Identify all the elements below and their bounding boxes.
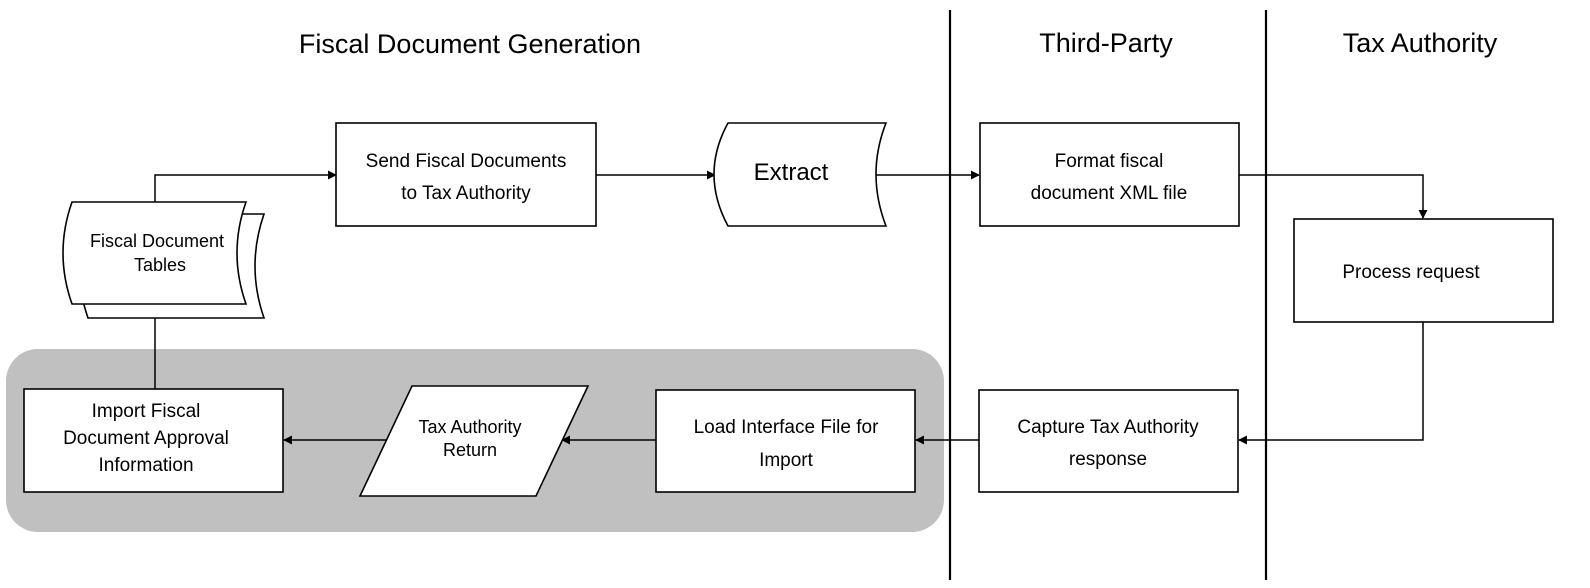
node-format-xml-line-1: Format fiscal: [1055, 151, 1164, 172]
node-import-approval-line-1: Import Fiscal: [92, 401, 201, 422]
node-capture-response-line-2: response: [1069, 449, 1147, 470]
node-process-request: Process request: [1293, 218, 1554, 323]
node-fiscal-document-tables-line-1: Fiscal Document: [90, 231, 224, 251]
node-load-interface-line-2: Import: [759, 450, 814, 471]
node-load-interface-line-1: Load Interface File for: [694, 417, 879, 438]
node-import-approval-line-3: Information: [98, 455, 193, 476]
lane-title-third-party: Third-Party: [1039, 28, 1173, 58]
node-capture-response: Capture Tax Authority response: [978, 389, 1239, 493]
node-import-approval-line-2: Document Approval: [63, 428, 229, 449]
arrow-tables-to-send: [154, 170, 337, 202]
node-tax-authority-return-line-1: Tax Authority: [418, 417, 521, 437]
node-send-fiscal-documents: Send Fiscal Documents to Tax Authority: [335, 122, 597, 227]
node-load-interface: Load Interface File for Import: [655, 389, 916, 493]
arrow-format-to-process: [1239, 174, 1428, 219]
node-fiscal-document-tables-line-2: Tables: [134, 255, 186, 275]
node-send-fiscal-documents-line-2: to Tax Authority: [401, 183, 531, 204]
node-extract: Extract: [713, 122, 888, 227]
node-import-approval: Import Fiscal Document Approval Informat…: [23, 388, 284, 493]
node-extract-label: Extract: [754, 159, 829, 186]
node-fiscal-document-tables: Fiscal Document Tables: [62, 201, 266, 319]
lane-title-tax-authority: Tax Authority: [1343, 28, 1498, 58]
node-format-xml-line-2: document XML file: [1031, 183, 1188, 204]
node-capture-response-line-1: Capture Tax Authority: [1017, 417, 1199, 438]
node-format-xml: Format fiscal document XML file: [979, 122, 1240, 227]
node-tax-authority-return-line-2: Return: [443, 440, 497, 460]
node-send-fiscal-documents-line-1: Send Fiscal Documents: [366, 151, 567, 172]
node-process-request-label: Process request: [1342, 262, 1480, 283]
lane-title-fiscal-generation: Fiscal Document Generation: [299, 29, 641, 59]
node-tax-authority-return: Tax Authority Return: [358, 385, 590, 497]
arrow-process-to-capture: [1238, 322, 1424, 445]
